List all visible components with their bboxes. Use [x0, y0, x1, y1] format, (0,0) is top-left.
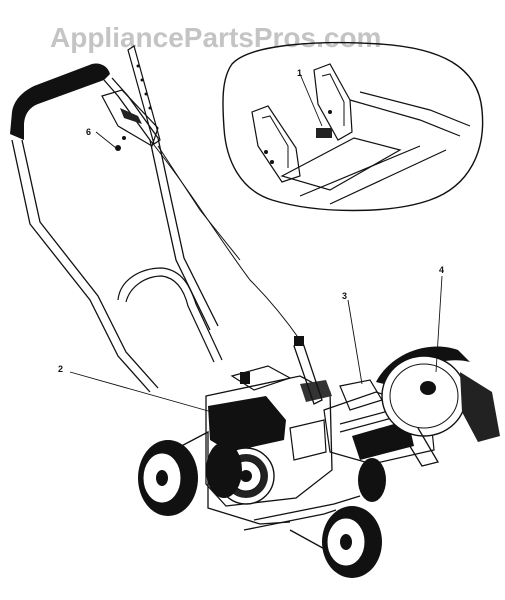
- callout-3: 3: [342, 291, 347, 301]
- callout-6: 6: [86, 127, 91, 137]
- wheel-rear-left: [138, 440, 198, 516]
- detail-inset: [222, 41, 484, 212]
- callout-2: 2: [58, 364, 63, 374]
- wheel-front-left: [322, 506, 382, 578]
- leader-6: [95, 131, 117, 149]
- handle-grip: [10, 63, 110, 140]
- wheel-rear-right: [206, 442, 242, 498]
- callout-4: 4: [439, 265, 444, 275]
- handle-assembly: [10, 45, 301, 393]
- watermark-text: AppliancePartsPros.com: [50, 22, 381, 53]
- leader-4: [435, 275, 443, 373]
- callout-1: 1: [297, 68, 302, 78]
- leader-2: [69, 371, 227, 417]
- frame: [169, 336, 435, 553]
- blade-guard: [376, 346, 500, 467]
- wheel-front-right: [358, 458, 386, 502]
- inset-bolt-block: [316, 128, 332, 138]
- leader-3: [347, 299, 363, 385]
